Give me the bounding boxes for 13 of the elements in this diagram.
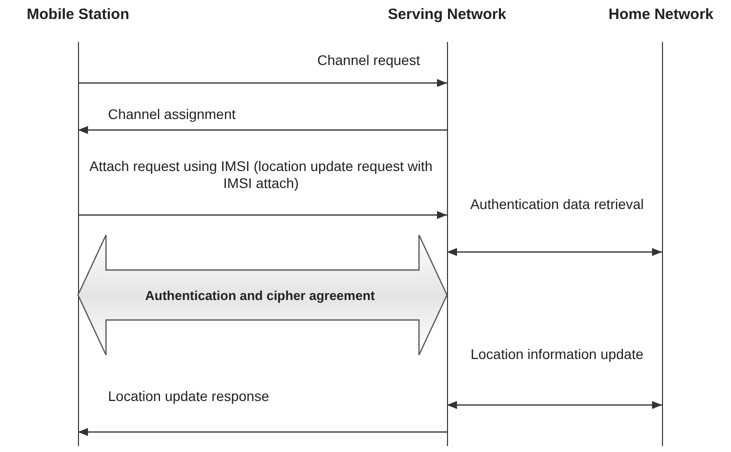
arrow xyxy=(78,428,447,436)
double-arrow xyxy=(447,248,662,256)
arrow xyxy=(78,126,447,134)
edge-label: Location update response xyxy=(108,388,270,405)
double-arrow xyxy=(447,401,662,409)
participant-label: Serving Network xyxy=(386,6,508,23)
arrow xyxy=(78,211,447,219)
double-block-arrow xyxy=(77,234,448,356)
participant-label: Mobile Station xyxy=(26,6,130,23)
participant-label: Home Network xyxy=(607,6,715,23)
edge-label: Authentication and cipher agreement xyxy=(144,287,376,304)
edge-label: Channel assignment xyxy=(108,106,236,123)
arrow xyxy=(78,79,447,87)
